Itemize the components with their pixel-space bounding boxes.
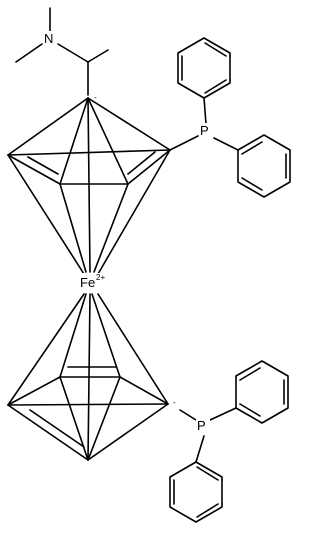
fe-bond: [7, 154, 85, 275]
upper-diphenylphosphino-group: [169, 37, 291, 198]
lower-cyclopentadienyl-ring: [7, 366, 169, 461]
fe-bond: [59, 183, 87, 273]
phenyl-ring: [177, 37, 231, 99]
bond-p-phenyl-right: [209, 407, 237, 421]
phenyl-ring: [169, 461, 223, 523]
carbanion-charge-bottom: -: [173, 398, 176, 407]
phenyl-ring: [237, 134, 291, 198]
phenyl-ring: [235, 360, 289, 424]
ring-bond: [127, 149, 171, 185]
fe-bond: [87, 97, 91, 273]
fe-bond: [7, 293, 85, 406]
bond-p-phenyl-right: [213, 137, 239, 151]
dimethylaminoethyl-group: [15, 7, 109, 96]
ring-cross-bond: [87, 97, 129, 185]
bond-p-phenyl-top: [203, 97, 207, 125]
upper-cyclopentadienyl-ring: [7, 97, 171, 185]
fe-bond: [97, 149, 171, 275]
ring-bond: [7, 376, 61, 406]
ring-bond: [7, 404, 89, 461]
ring-bond: [119, 376, 169, 405]
ring-double-bond-inner: [27, 156, 59, 175]
nitrogen-label: N: [44, 31, 53, 46]
bond-ch-n: [57, 43, 89, 63]
iron-charge-label: 2+: [96, 273, 105, 282]
bond-ring-p: [169, 135, 199, 151]
fe-bond: [93, 183, 129, 273]
ring-bond: [87, 403, 169, 461]
bond-ring-p: [179, 409, 197, 421]
ring-double-bond-inner: [29, 409, 85, 448]
ring-cross-bond: [59, 376, 89, 461]
atom-labels: N P P Fe 2+ - -: [43, 31, 213, 433]
fe-bond: [97, 293, 169, 405]
ring-cross-bond: [7, 403, 169, 406]
iron-label: Fe: [80, 275, 95, 290]
ring-bond: [7, 154, 61, 185]
ring-bond: [87, 97, 171, 151]
fe-bond: [91, 293, 121, 378]
ring-double-bond-inner: [127, 151, 156, 175]
bond-n-methyl-left: [15, 43, 43, 63]
bond-ch-methyl: [87, 49, 109, 63]
fe-bond: [59, 293, 87, 378]
ring-bond: [7, 97, 89, 156]
ring-cross-bond: [87, 376, 121, 461]
phosphorus-label-top: P: [200, 123, 209, 138]
ring-cross-bond: [59, 97, 89, 185]
lower-diphenylphosphino-group: [169, 360, 289, 523]
bond-p-phenyl-bottom: [195, 435, 205, 463]
phosphorus-label-bottom: P: [197, 418, 206, 433]
upper-ring-iron-bonds: [7, 97, 171, 275]
carbanion-charge-top: -: [94, 93, 97, 102]
